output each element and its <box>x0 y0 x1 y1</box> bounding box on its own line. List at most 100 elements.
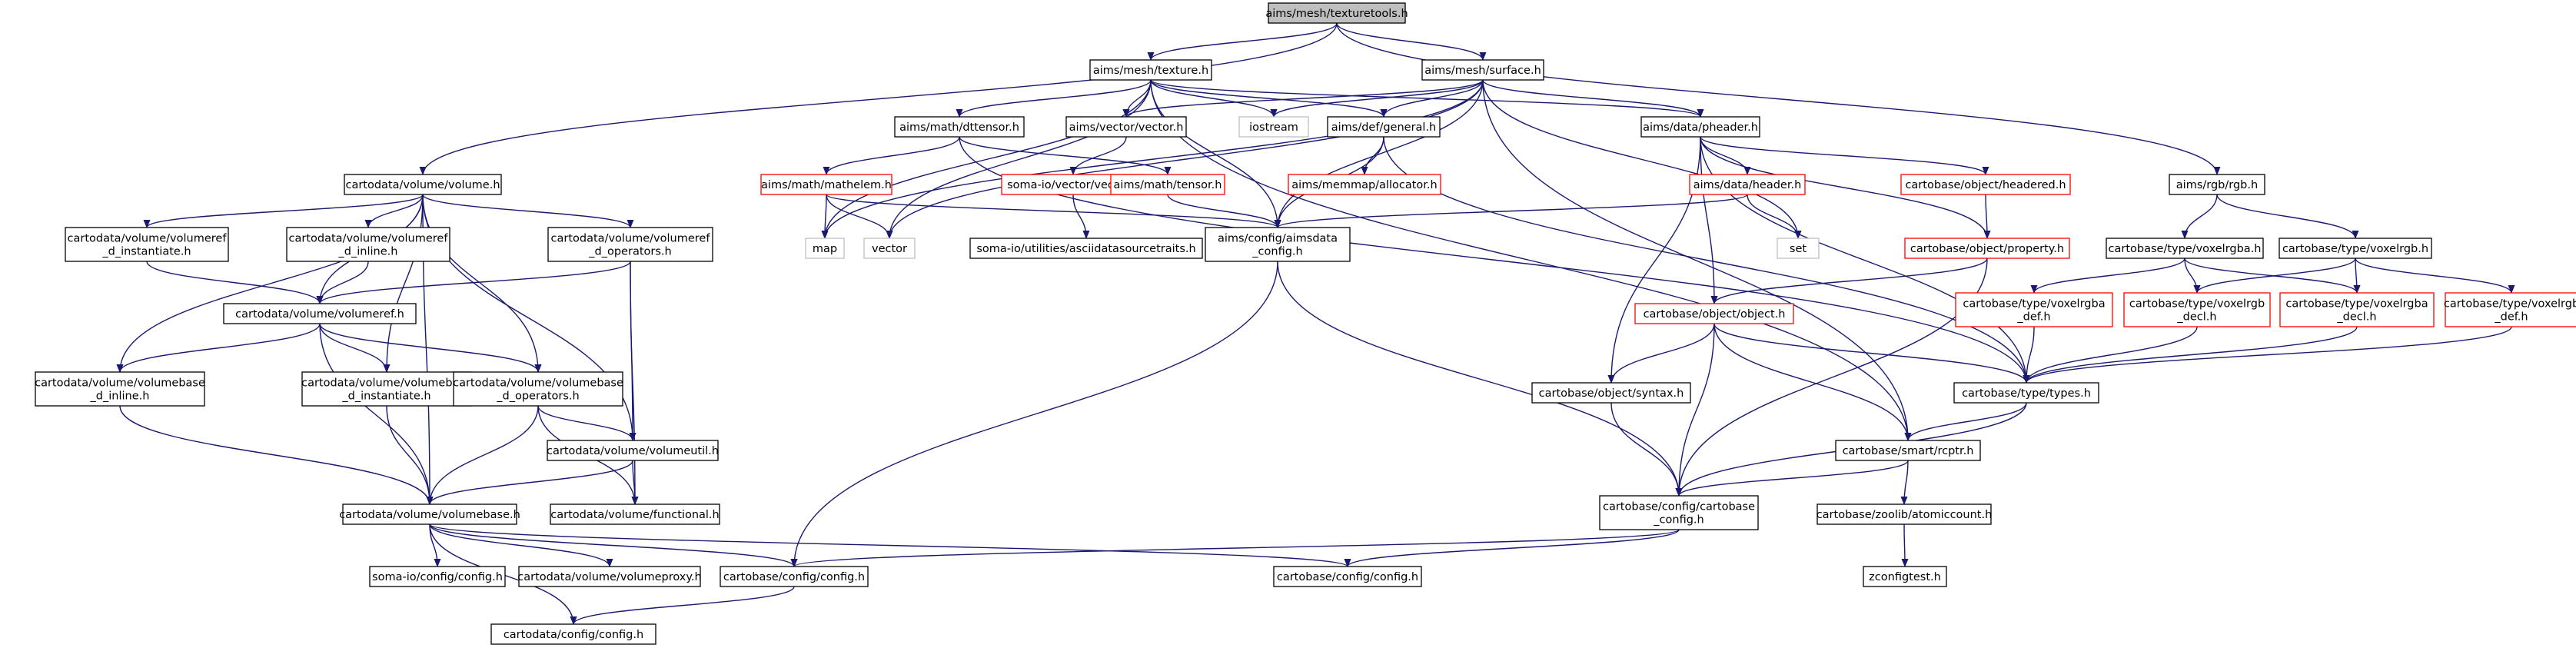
node-box-syntax <box>1531 382 1691 404</box>
node-label-vrgb_def-0: cartobase/type/voxelrgb <box>2444 298 2576 311</box>
node-general[interactable]: aims/def/general.h <box>1327 116 1441 138</box>
node-box-vrgb_def <box>2445 292 2576 327</box>
node-syntax[interactable]: cartobase/object/syntax.h <box>1531 382 1691 404</box>
node-surface[interactable]: aims/mesh/surface.h <box>1421 59 1544 81</box>
node-label-iostream-0: iostream <box>1249 121 1298 134</box>
node-volumeref[interactable]: cartodata/volume/volumeref.h <box>223 303 417 324</box>
node-label-voxelrgba-0: cartobase/type/voxelrgba.h <box>2109 243 2262 255</box>
node-vr_instantiate[interactable]: cartodata/volume/volumeref_d_instantiate… <box>65 227 229 262</box>
edge-mathelem-to-map <box>821 194 829 239</box>
edge-texture-to-aimsdata_config <box>1150 79 1281 228</box>
node-label-cb_cfg-0: cartobase/config/cartobase <box>1603 501 1755 513</box>
edge-texture-to-map <box>821 79 1152 239</box>
node-box-voxelrgba <box>2106 238 2264 259</box>
node-volumebase[interactable]: cartodata/volume/volumebase.h <box>339 503 520 525</box>
node-label-vb_inline-1: _d_inline.h <box>90 390 150 403</box>
node-texture[interactable]: aims/mesh/texture.h <box>1089 59 1212 81</box>
node-box-vb_instantiate <box>301 371 472 407</box>
node-label-vb_operators-0: cartodata/volume/volumebase <box>453 377 623 390</box>
node-cd_config[interactable]: cartodata/config/config.h <box>490 623 656 645</box>
node-box-vr_operators <box>547 227 713 262</box>
node-volume[interactable]: cartodata/volume/volume.h <box>344 174 502 195</box>
node-vrgb_decl[interactable]: cartobase/type/voxelrgb_decl.h <box>2123 292 2271 327</box>
node-voxelrgba[interactable]: cartobase/type/voxelrgba.h <box>2106 238 2264 259</box>
edge-vrgb_decl-to-types <box>2023 326 2198 384</box>
edge-object-to-rcptr <box>1713 323 1912 441</box>
edge-vrgb_def-to-types <box>2023 326 2512 384</box>
node-types[interactable]: cartobase/type/types.h <box>1953 382 2099 404</box>
node-label-zconfigtest-0: zconfigtest.h <box>1869 571 1941 583</box>
node-box-somaio_config <box>369 566 506 587</box>
node-box-mathelem <box>760 174 892 195</box>
node-cb_config_b[interactable]: cartobase/config/config.h <box>1273 566 1422 587</box>
edge-surface-to-rcptr <box>1482 79 1912 441</box>
edge-atomiccount-to-zconfigtest <box>1901 523 1909 567</box>
node-cb_config_a[interactable]: cartobase/config/config.h <box>720 566 869 587</box>
node-voxelrgb[interactable]: cartobase/type/voxelrgb.h <box>2279 238 2432 259</box>
node-label-vb_instantiate-0: cartodata/volume/volumebase <box>301 377 472 390</box>
edge-surface-to-iostream <box>1270 79 1484 118</box>
node-vector_h[interactable]: aims/vector/vector.h <box>1065 116 1187 138</box>
node-vb_instantiate[interactable]: cartodata/volume/volumebase_d_instantiat… <box>301 371 472 407</box>
node-header[interactable]: aims/data/header.h <box>1689 174 1806 195</box>
edge-pheader-to-header <box>1700 136 1751 175</box>
node-vb_inline[interactable]: cartodata/volume/volumebase_d_inline.h <box>35 371 205 407</box>
node-somaio_config[interactable]: soma-io/config/config.h <box>369 566 506 587</box>
node-tensor[interactable]: aims/math/tensor.h <box>1110 174 1225 195</box>
node-box-set <box>1777 238 1820 259</box>
edge-surface-to-general <box>1380 79 1484 118</box>
edge-volumeutil-to-functional <box>631 460 639 505</box>
node-label-rgb-0: aims/rgb/rgb.h <box>2176 179 2258 191</box>
node-label-headered-0: cartobase/object/headered.h <box>1905 179 2066 191</box>
node-box-volumeref <box>223 303 417 324</box>
node-box-header <box>1689 174 1806 195</box>
node-vrgba_decl[interactable]: cartobase/type/voxelrgba_decl.h <box>2279 292 2435 327</box>
node-label-cb_cfg-1: _config.h <box>1653 514 1703 527</box>
node-zconfigtest[interactable]: zconfigtest.h <box>1863 566 1947 587</box>
node-label-mathelem-0: aims/math/mathelem.h <box>761 179 892 191</box>
node-label-vector_h-0: aims/vector/vector.h <box>1069 121 1184 134</box>
node-vrgba_def[interactable]: cartobase/type/voxelrgba_def.h <box>1955 292 2113 327</box>
node-label-vrgba_def-1: _def.h <box>2016 311 2050 324</box>
node-pheader[interactable]: aims/data/pheader.h <box>1640 116 1760 138</box>
node-allocator[interactable]: aims/memmap/allocator.h <box>1288 174 1441 195</box>
edge-vr_operators-to-functional <box>630 261 639 505</box>
node-asciidata[interactable]: soma-io/utilities/asciidatasourcetraits.… <box>969 238 1203 259</box>
edge-texturetools-to-rgb <box>1336 22 2221 175</box>
edge-voxelrgba-to-vrgba_def <box>2030 258 2185 294</box>
node-mathelem[interactable]: aims/math/mathelem.h <box>760 174 892 195</box>
node-box-types <box>1953 382 2099 404</box>
edge-vb_instantiate-to-volumebase <box>386 405 434 505</box>
node-functional[interactable]: cartodata/volume/functional.h <box>550 503 720 525</box>
node-label-allocator-0: aims/memmap/allocator.h <box>1291 179 1437 191</box>
node-vb_operators[interactable]: cartodata/volume/volumebase_d_operators.… <box>453 371 623 407</box>
node-dttensor[interactable]: aims/math/dttensor.h <box>894 116 1025 138</box>
node-label-vrgb_decl-1: _decl.h <box>2176 311 2216 324</box>
edge-object-to-cb_cfg <box>1675 323 1715 497</box>
node-box-dttensor <box>894 116 1025 138</box>
node-box-vb_inline <box>35 371 205 407</box>
node-vr_operators[interactable]: cartodata/volume/volumeref_d_operators.h <box>547 227 713 262</box>
node-box-iostream <box>1238 116 1309 138</box>
node-headered[interactable]: cartobase/object/headered.h <box>1900 174 2071 195</box>
node-label-map-0: map <box>813 243 837 255</box>
node-label-vr_inline-1: _d_inline.h <box>338 246 398 258</box>
node-aimsdata_config[interactable]: aims/config/aimsdata_config.h <box>1205 227 1351 262</box>
edge-vr_operators-to-volumeref <box>316 261 631 304</box>
node-volumeproxy[interactable]: cartodata/volume/volumeproxy.h <box>517 566 702 587</box>
node-property[interactable]: cartobase/object/property.h <box>1904 238 2070 259</box>
node-volumeutil[interactable]: cartodata/volume/volumeutil.h <box>547 440 719 461</box>
node-atomiccount[interactable]: cartobase/zoolib/atomiccount.h <box>1816 503 1993 525</box>
edge-cb_cfg-to-cb_config_a <box>790 529 1680 567</box>
node-rgb[interactable]: aims/rgb/rgb.h <box>2169 174 2265 195</box>
node-object[interactable]: cartobase/object/object.h <box>1634 303 1794 324</box>
node-vrgb_def[interactable]: cartobase/type/voxelrgb_def.h <box>2444 292 2576 327</box>
node-label-vector_std-0: vector <box>872 243 907 255</box>
edge-voxelrgba-to-vrgba_decl <box>2184 258 2361 294</box>
node-rcptr[interactable]: cartobase/smart/rcptr.h <box>1835 440 1981 461</box>
node-vr_inline[interactable]: cartodata/volume/volumeref_d_inline.h <box>286 227 450 262</box>
node-set: set <box>1777 238 1820 259</box>
node-texturetools[interactable]: aims/mesh/texturetools.h <box>1265 2 1408 24</box>
node-cb_cfg[interactable]: cartobase/config/cartobase_config.h <box>1599 495 1759 530</box>
node-label-vr_instantiate-0: cartodata/volume/volumeref <box>68 233 228 245</box>
